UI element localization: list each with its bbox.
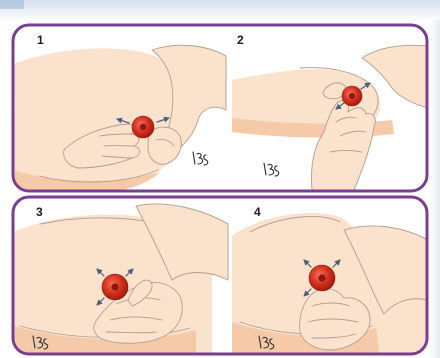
- step-3-nipple-center: [111, 283, 118, 290]
- step-1-nipple-center: [140, 124, 146, 130]
- step-3-panel: 3: [14, 204, 228, 356]
- slide-side-shade: [429, 20, 440, 358]
- step-3-number: 3: [36, 205, 43, 219]
- slide-header-band: [0, 0, 440, 22]
- step-4-nipple-center: [318, 274, 325, 281]
- step-2-number: 2: [237, 33, 244, 47]
- slide-header-corner: [0, 0, 24, 9]
- step-1-number: 1: [37, 33, 44, 47]
- step-4-number: 4: [254, 205, 261, 219]
- step-1-chest: [14, 48, 187, 190]
- step-2-nipple-center: [349, 93, 355, 99]
